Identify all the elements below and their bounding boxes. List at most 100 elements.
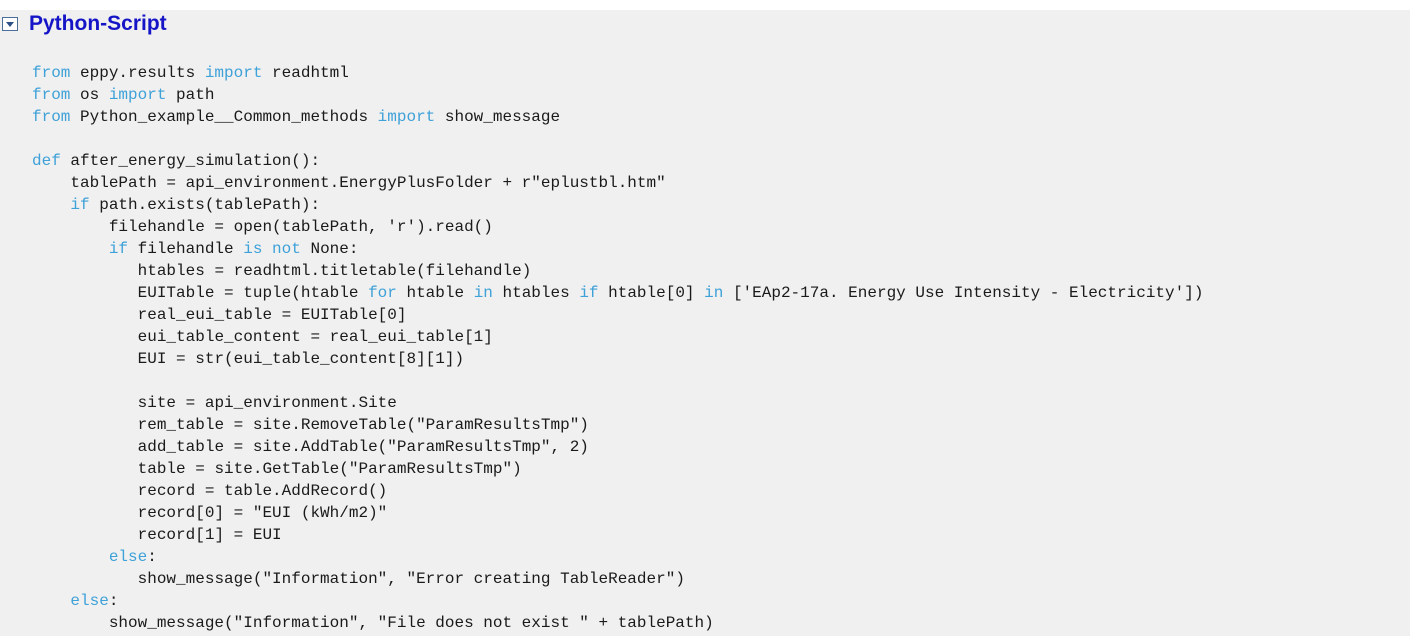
code-keyword: else — [70, 592, 109, 610]
code-keyword: in — [704, 284, 724, 302]
code-line: EUITable = tuple(htable for htable in ht… — [32, 282, 1204, 304]
code-text: show_message("Information", "File does n… — [108, 614, 714, 632]
code-line: site = api_environment.Site — [32, 392, 1203, 414]
code-text: tablePath = api_environment.EnergyPlusFo… — [70, 174, 666, 192]
code-line: record[1] = EUI — [32, 524, 1203, 546]
code-text: htables — [492, 284, 580, 302]
code-text: path.exists(tablePath): — [89, 196, 321, 214]
code-indent — [32, 526, 138, 544]
code-indent — [32, 394, 138, 412]
code-text: htable — [396, 284, 474, 302]
code-indent — [32, 306, 138, 324]
code-text: rem_table = site.RemoveTable("ParamResul… — [137, 416, 589, 434]
code-keyword: import — [108, 86, 167, 104]
code-line: else: — [32, 590, 1203, 612]
code-line: htables = readhtml.titletable(filehandle… — [32, 260, 1203, 282]
code-text — [262, 240, 272, 258]
code-line — [32, 128, 1203, 150]
code-line: real_eui_table = EUITable[0] — [32, 304, 1203, 326]
code-indent — [32, 328, 138, 346]
code-text: ['EAp2-17a. Energy Use Intensity - Elect… — [723, 284, 1204, 302]
code-text: filehandle = open(tablePath, 'r').read() — [108, 218, 493, 236]
script-header: Python-Script — [0, 10, 1410, 38]
code-line: filehandle = open(tablePath, 'r').read() — [32, 216, 1203, 238]
code-text: show_message — [435, 108, 561, 126]
collapse-toggle-icon[interactable] — [2, 17, 18, 31]
code-keyword: for — [368, 284, 397, 302]
code-indent — [32, 460, 138, 478]
code-text: Python_example__Common_methods — [70, 108, 378, 126]
code-indent — [32, 416, 138, 434]
code-indent — [32, 218, 109, 236]
code-indent — [32, 196, 70, 214]
code-text: add_table = site.AddTable("ParamResultsT… — [137, 438, 589, 456]
code-keyword: if — [579, 284, 599, 302]
code-text: filehandle — [128, 240, 244, 258]
code-text: None: — [300, 240, 359, 258]
code-keyword: if — [108, 240, 129, 258]
code-keyword: not — [272, 240, 301, 258]
code-text: : — [108, 592, 119, 610]
code-keyword: if — [70, 196, 90, 214]
code-indent — [32, 438, 138, 456]
code-line: rem_table = site.RemoveTable("ParamResul… — [32, 414, 1203, 436]
code-indent — [32, 504, 138, 522]
code-text: record[1] = EUI — [137, 526, 282, 544]
script-panel: Python-Script from eppy.results import r… — [0, 10, 1410, 636]
code-indent — [32, 262, 138, 280]
code-keyword: def — [32, 152, 61, 170]
code-indent — [32, 482, 138, 500]
code-line: else: — [32, 546, 1203, 568]
code-text: EUI = str(eui_table_content[8][1]) — [137, 350, 465, 368]
code-keyword: from — [32, 64, 71, 82]
code-text: readhtml — [262, 64, 349, 82]
code-text: eui_table_content = real_eui_table[1] — [137, 328, 493, 346]
code-indent — [32, 350, 138, 368]
code-line: add_table = site.AddTable("ParamResultsT… — [32, 436, 1203, 458]
code-line: from os import path — [32, 84, 1203, 106]
code-line: def after_energy_simulation(): — [32, 150, 1203, 172]
code-line: table = site.GetTable("ParamResultsTmp") — [32, 458, 1203, 480]
code-text: : — [147, 548, 157, 566]
code-keyword: else — [108, 548, 148, 566]
code-indent — [32, 592, 70, 610]
code-text: eppy.results — [70, 64, 205, 82]
code-text: htable[0] — [598, 284, 705, 302]
code-keyword: from — [32, 86, 71, 104]
code-text: EUITable = tuple(htable — [137, 284, 369, 302]
code-indent — [32, 240, 109, 258]
code-line: from Python_example__Common_methods impo… — [32, 106, 1203, 128]
code-line: tablePath = api_environment.EnergyPlusFo… — [32, 172, 1203, 194]
code-text: show_message("Information", "Error creat… — [137, 570, 685, 588]
code-text: record = table.AddRecord() — [137, 482, 388, 500]
code-indent — [32, 614, 109, 632]
code-line: record[0] = "EUI (kWh/m2)" — [32, 502, 1203, 524]
code-text: htables = readhtml.titletable(filehandle… — [137, 262, 532, 280]
code-indent — [32, 284, 138, 302]
code-line: if path.exists(tablePath): — [32, 194, 1203, 216]
code-text: os — [70, 86, 109, 104]
code-keyword: import — [204, 64, 263, 82]
code-text: table = site.GetTable("ParamResultsTmp") — [137, 460, 522, 478]
code-indent — [32, 548, 109, 566]
code-text: site = api_environment.Site — [137, 394, 397, 412]
code-keyword: is — [243, 240, 263, 258]
section-title: Python-Script — [29, 12, 167, 35]
code-text: record[0] = "EUI (kWh/m2)" — [137, 504, 388, 522]
code-indent — [32, 570, 138, 588]
code-line: eui_table_content = real_eui_table[1] — [32, 326, 1203, 348]
chevron-down-icon — [6, 22, 14, 27]
code-text: path — [166, 86, 215, 104]
code-line: if filehandle is not None: — [32, 238, 1203, 260]
code-keyword: from — [32, 108, 71, 126]
code-line — [32, 370, 1203, 392]
code-line: from eppy.results import readhtml — [32, 62, 1203, 84]
code-line: show_message("Information", "File does n… — [32, 612, 1203, 634]
code-indent — [32, 174, 70, 192]
code-keyword: import — [377, 108, 436, 126]
code-text: real_eui_table = EUITable[0] — [137, 306, 407, 324]
code-line: EUI = str(eui_table_content[8][1]) — [32, 348, 1203, 370]
code-keyword: in — [473, 284, 493, 302]
code-line: record = table.AddRecord() — [32, 480, 1203, 502]
